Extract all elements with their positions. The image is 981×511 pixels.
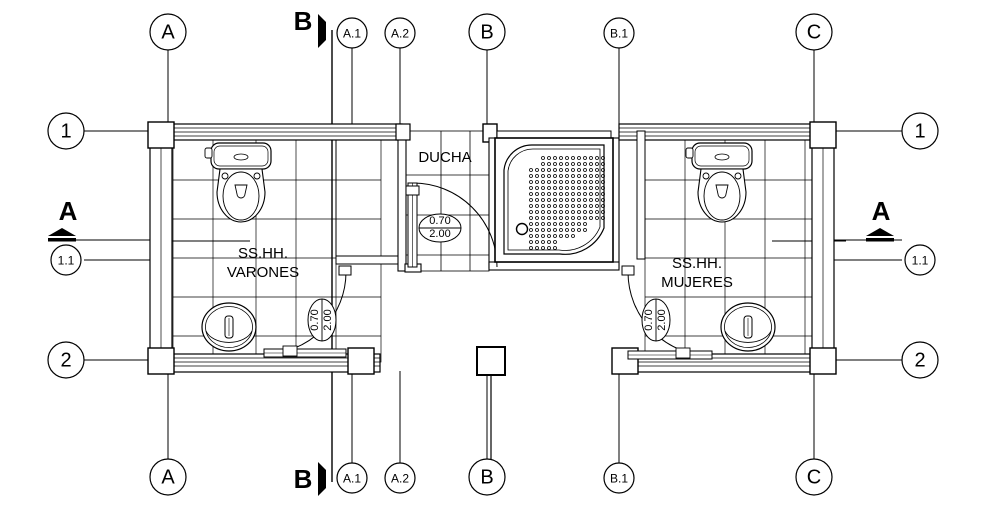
room-label-varones-line1: SS.HH. (238, 245, 288, 262)
grid-bubble-top-C[interactable]: C (795, 13, 833, 51)
sink-mujeres (720, 302, 776, 352)
room-label-varones-line2: VARONES (227, 264, 299, 281)
grid-bubble-left-1-1[interactable]: 1.1 (50, 244, 82, 276)
svg-text:1.1: 1.1 (912, 254, 929, 268)
door-tag-mujeres: 0.70 2.00 (641, 298, 671, 342)
svg-text:B: B (480, 22, 493, 44)
grid-bubble-bottom-C[interactable]: C (795, 458, 833, 496)
grid-bubble-top-B[interactable]: B (468, 13, 506, 51)
door-tag-mujeres-width: 0.70 (643, 309, 655, 330)
section-label-a-right: A (872, 196, 891, 226)
toilet-mujeres (685, 142, 753, 223)
svg-text:A.1: A.1 (343, 472, 361, 486)
door-tag-ducha-width: 0.70 (429, 215, 450, 227)
grid-bubble-bottom-B-1[interactable]: B.1 (603, 462, 635, 494)
section-label-a-left: A (59, 196, 78, 226)
section-label-b-top: B (294, 6, 313, 36)
grid-bubble-top-B-1[interactable]: B.1 (603, 17, 635, 49)
grid-bubble-left-1[interactable]: 1 (47, 112, 85, 150)
toilet-varones (204, 142, 272, 223)
door-tag-varones: 0.70 2.00 (307, 298, 337, 342)
shower-drain-pattern (529, 156, 605, 250)
detail-square (476, 346, 506, 460)
section-label-b-bottom: B (294, 464, 313, 494)
grid-bubble-left-2[interactable]: 2 (47, 341, 85, 379)
section-line-a (48, 228, 902, 242)
door-tag-varones-width: 0.70 (309, 309, 321, 330)
room-label-mujeres-line1: SS.HH. (672, 255, 722, 272)
svg-text:A: A (161, 22, 175, 44)
grid-extension-lines (84, 48, 902, 463)
door-tag-ducha-height: 2.00 (429, 228, 450, 240)
svg-text:C: C (807, 22, 821, 44)
door-tag-mujeres-height: 2.00 (656, 309, 668, 330)
svg-text:A.2: A.2 (391, 472, 409, 486)
svg-text:1.1: 1.1 (58, 254, 75, 268)
svg-text:1: 1 (914, 121, 925, 143)
svg-text:A.2: A.2 (391, 27, 409, 41)
grid-bubble-top-A-1[interactable]: A.1 (336, 17, 368, 49)
svg-text:B: B (480, 467, 493, 489)
svg-text:2: 2 (914, 350, 925, 372)
partition-varones (335, 130, 399, 265)
grid-bubble-right-2[interactable]: 2 (901, 341, 939, 379)
door-tag-varones-height: 2.00 (322, 309, 334, 330)
svg-text:A.1: A.1 (343, 27, 361, 41)
shower-ducha (494, 137, 614, 263)
room-label-ducha: DUCHA (418, 149, 471, 166)
grid-bubble-top-A[interactable]: A (149, 13, 187, 51)
grid-bubble-right-1[interactable]: 1 (901, 112, 939, 150)
grid-bubble-top-A-2[interactable]: A.2 (384, 17, 416, 49)
svg-text:C: C (807, 467, 821, 489)
sink-varones (201, 302, 257, 352)
grid-bubble-bottom-A-1[interactable]: A.1 (336, 462, 368, 494)
svg-text:2: 2 (60, 350, 71, 372)
section-line-b (318, 14, 333, 496)
door-tag-ducha: 0.70 2.00 (418, 213, 462, 243)
grid-bubble-bottom-A[interactable]: A (149, 458, 187, 496)
svg-text:B.1: B.1 (610, 27, 628, 41)
svg-text:A: A (161, 467, 175, 489)
svg-text:B.1: B.1 (610, 472, 628, 486)
grid-bubble-bottom-B[interactable]: B (468, 458, 506, 496)
svg-text:1: 1 (60, 121, 71, 143)
room-label-mujeres-line2: MUJERES (661, 274, 733, 291)
grid-bubble-right-1-1[interactable]: 1.1 (904, 244, 936, 276)
grid-bubble-bottom-A-2[interactable]: A.2 (384, 462, 416, 494)
